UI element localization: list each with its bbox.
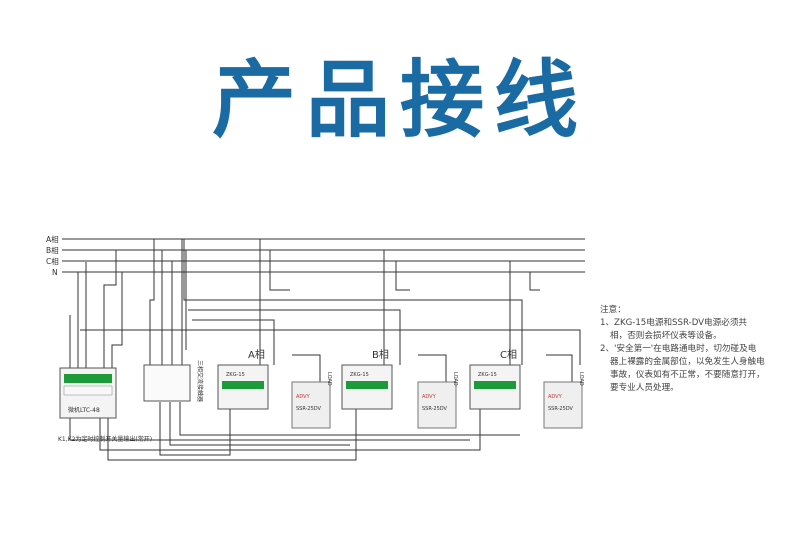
- notes-line-6: 要专业人员处理。: [610, 383, 679, 393]
- ssr-model-c: SSR-25DV: [548, 406, 574, 412]
- bus-label-a: A相: [46, 234, 59, 244]
- phase-label-a: A相: [248, 348, 265, 361]
- notes-line-4: 器上裸露的金属部位，以免发生人身触电: [610, 357, 765, 367]
- controller-label: 微机LTC-48: [68, 406, 100, 414]
- ssr-brand-b: ADVY: [422, 394, 437, 400]
- load-label-b: LOAD: [452, 372, 458, 386]
- notes-line-1: 1、ZKG-15电源和SSR-DV电源必须共: [600, 318, 748, 328]
- ssr-model-a: SSR-25DV: [296, 406, 322, 412]
- phase-unit-c: C相 ZKG-15 ADVY SSR-25DV LOAD: [469, 348, 584, 429]
- notes-line-5: 事故，仪表如有不正常，不要随意打开，: [610, 370, 765, 380]
- meter-model-b: ZKG-15: [350, 372, 369, 378]
- bus-label-n: N: [52, 268, 58, 277]
- phase-unit-b: B相 ZKG-15 ADVY SSR-25DV LOAD: [341, 348, 458, 429]
- meter-model-a: ZKG-15: [226, 372, 245, 378]
- ssr-brand-a: ADVY: [296, 394, 311, 400]
- notes-panel: 注意： 1、ZKG-15电源和SSR-DV电源必须共 相，否则会损坏仪表等设备。…: [600, 304, 790, 395]
- ssr-brand-c: ADVY: [548, 394, 563, 400]
- ssr-model-b: SSR-25DV: [422, 406, 448, 412]
- bus-label-b: B相: [46, 245, 59, 255]
- meter-model-c: ZKG-15: [478, 372, 497, 378]
- notes-heading: 注意：: [600, 305, 626, 315]
- diagram-caption: K1,K2为定时控制开关量输出(常开): [58, 435, 152, 443]
- phase-label-c: C相: [500, 348, 517, 361]
- controller-module: 微机LTC-48: [59, 367, 117, 419]
- load-label-c: LOAD: [578, 372, 584, 386]
- load-label-a: LOAD: [326, 372, 332, 386]
- phase-label-b: B相: [372, 348, 389, 361]
- page-title: 产品接线: [211, 51, 588, 149]
- bus-label-c: C相: [46, 256, 59, 266]
- phase-unit-a: A相 ZKG-15 ADVY SSR-25DV LOAD: [217, 348, 332, 429]
- notes-line-2: 相，否则会损坏仪表等设备。: [610, 331, 722, 341]
- contactor: 三相交流接触器: [143, 360, 204, 402]
- notes-line-3: 2、'安全第一'在电路通电时，切勿碰及电: [600, 344, 757, 354]
- contactor-label: 三相交流接触器: [196, 360, 204, 402]
